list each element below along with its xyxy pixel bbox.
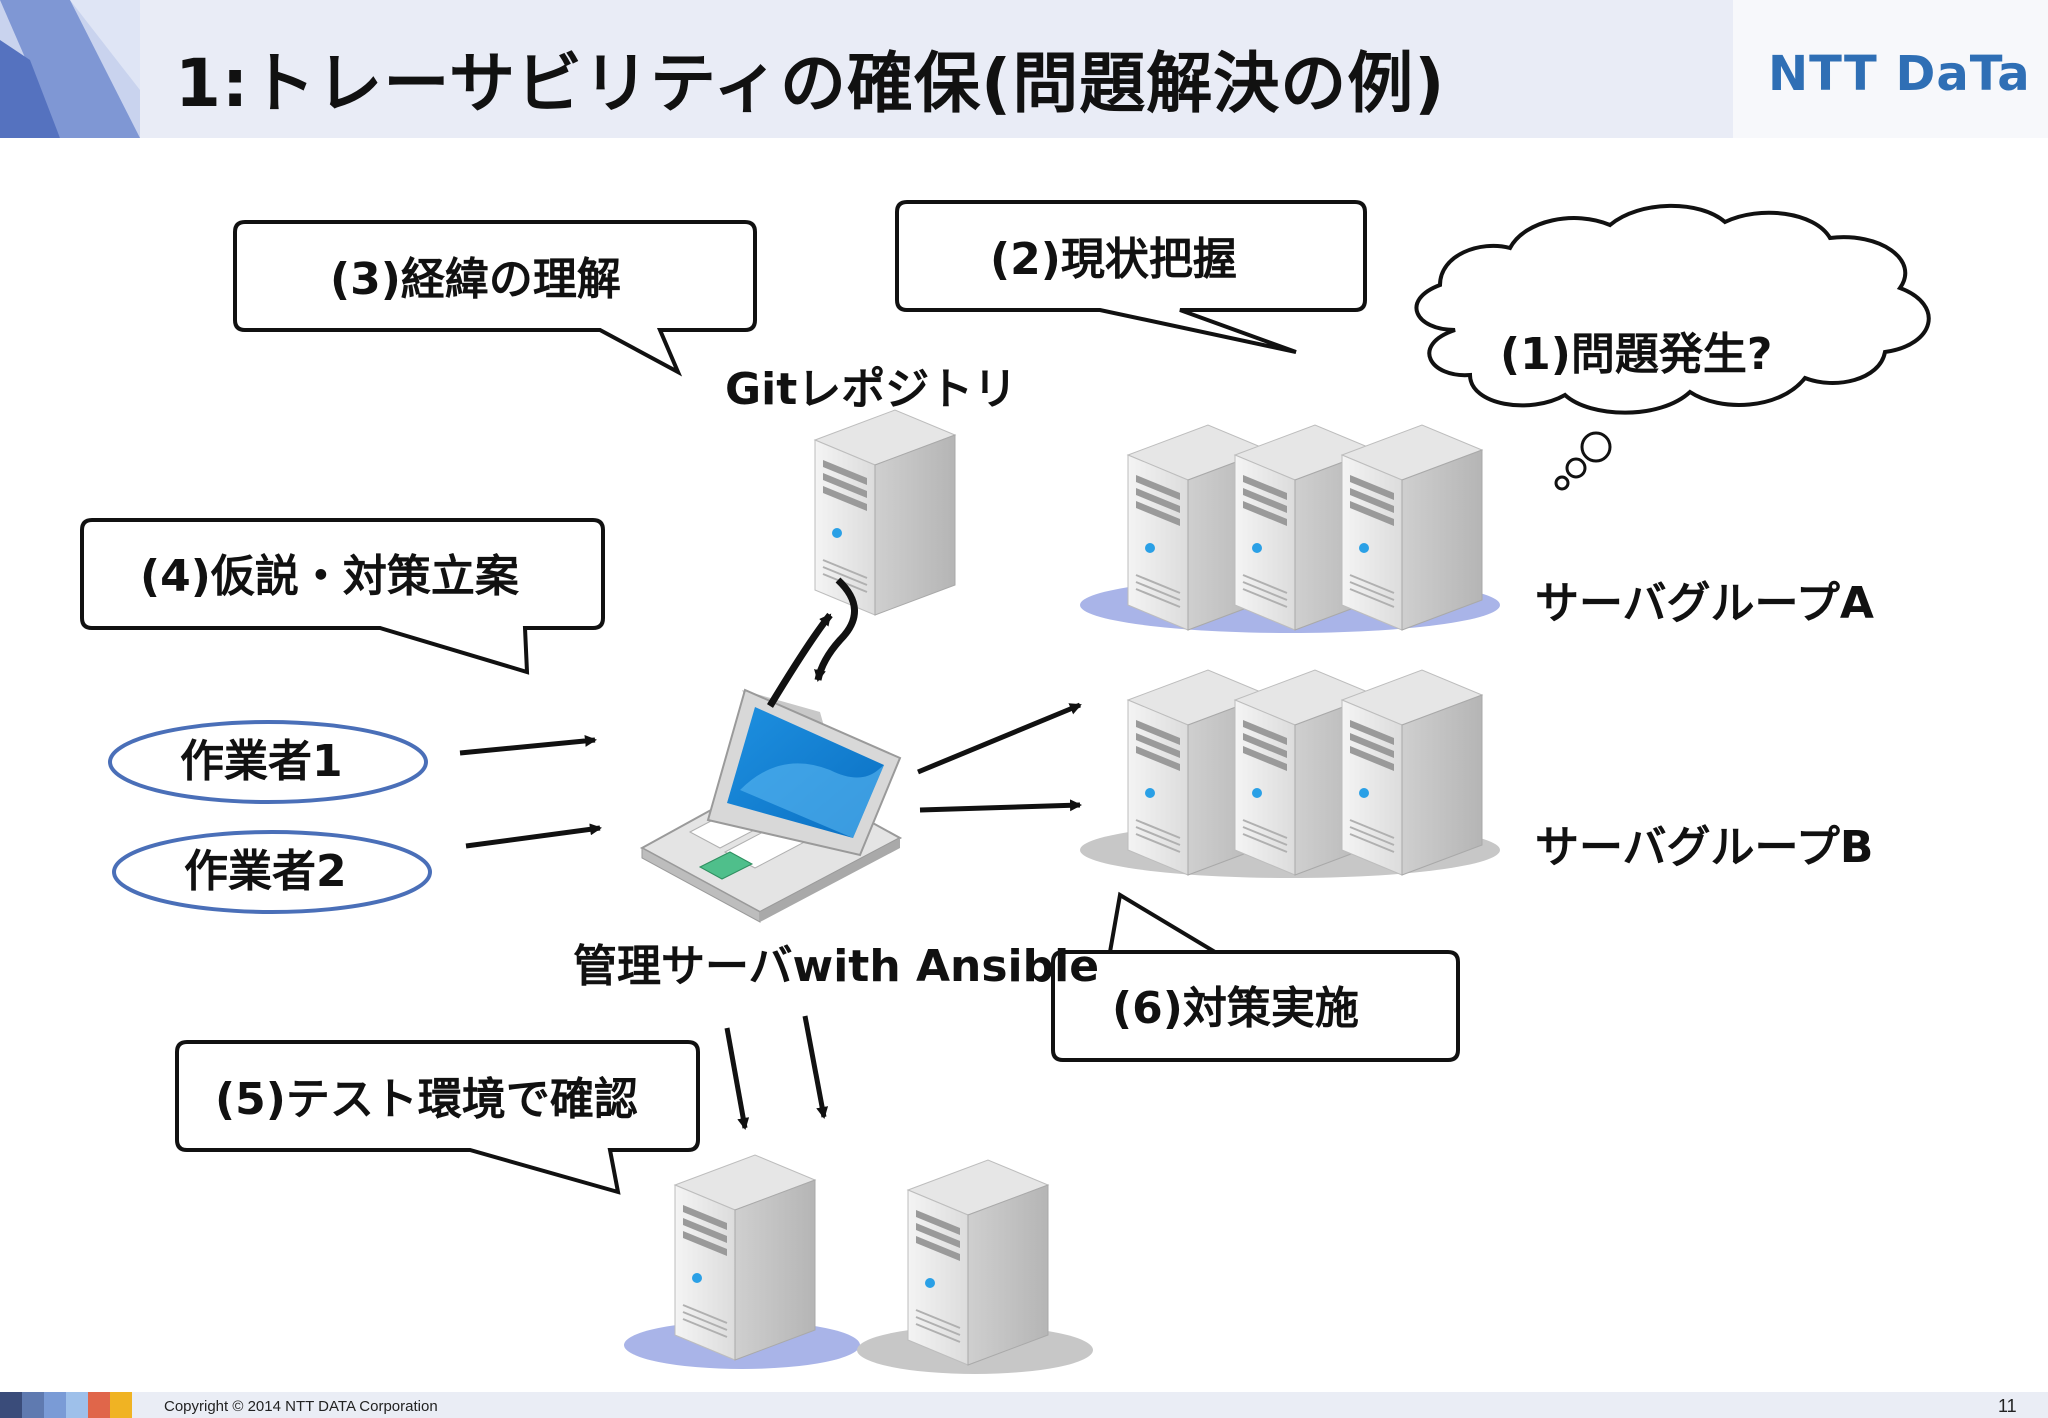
test-server-2 — [907, 1159, 1049, 1366]
footer-swatch-5 — [88, 1392, 110, 1418]
bubble-6-shape — [1051, 891, 1460, 1062]
bubble-1-cloud — [1414, 203, 1931, 415]
bubble-4-shape — [80, 518, 605, 675]
footer-swatch-2 — [22, 1392, 44, 1418]
bubble-5-shape — [175, 1040, 700, 1195]
arrow-worker1-to-laptop — [459, 734, 597, 756]
footer-bar — [0, 1392, 2048, 1418]
page-number: 11 — [1998, 1396, 2017, 1416]
bubble-2-shape — [895, 200, 1367, 354]
bubble-4-text: (4)仮説・対策立案 — [140, 551, 519, 602]
bubble-2-text: (2)現状把握 — [990, 234, 1237, 285]
logo-area — [1733, 0, 2048, 138]
header-bar — [0, 0, 2048, 138]
ntt-data-logo: NTT DaTa — [1768, 46, 2031, 102]
bubble-3-shape — [233, 220, 757, 377]
footer-swatch-6 — [110, 1392, 132, 1418]
arrow-git-to-laptop — [814, 577, 858, 682]
copyright-text: Copyright © 2014 NTT DATA Corporation — [164, 1398, 438, 1415]
arrow-laptop-to-git — [767, 612, 833, 708]
worker-2-label: 作業者2 — [184, 846, 347, 897]
arrow-laptop-to-group-a — [917, 702, 1082, 775]
header-decoration — [0, 0, 140, 138]
server-group-a-label: サーバグループA — [1535, 578, 1874, 629]
arrow-laptop-to-group-b — [919, 799, 1082, 813]
bubble-5-text: (5)テスト環境で確認 — [215, 1074, 638, 1125]
worker-1-label: 作業者1 — [180, 736, 343, 787]
management-server-label: 管理サーバwith Ansible — [573, 941, 1100, 992]
worker-1-ellipse — [108, 720, 428, 804]
footer-swatch-4 — [66, 1392, 88, 1418]
footer-swatch-3 — [44, 1392, 66, 1418]
worker-2-ellipse — [112, 830, 432, 914]
footer-swatch-1 — [0, 1392, 22, 1418]
arrow-laptop-to-test-1 — [724, 1027, 750, 1130]
git-repository-label: Gitレポジトリ — [725, 364, 1018, 415]
test-server-1 — [674, 1154, 816, 1361]
management-laptop — [639, 688, 903, 923]
server-group-b-label: サーバグループB — [1535, 822, 1874, 873]
server-a-3 — [1341, 424, 1483, 631]
page-title: 1:トレーサビリティの確保(問題解決の例) — [175, 45, 1446, 122]
bubble-3-text: (3)経緯の理解 — [330, 254, 621, 305]
server-b-3 — [1341, 669, 1483, 876]
bubble-6-text: (6)対策実施 — [1112, 983, 1359, 1034]
arrow-worker2-to-laptop — [465, 823, 602, 849]
bubble-1-text: (1)問題発生? — [1500, 329, 1773, 380]
git-repository-server — [814, 409, 956, 616]
arrow-laptop-to-test-2 — [802, 1015, 829, 1119]
